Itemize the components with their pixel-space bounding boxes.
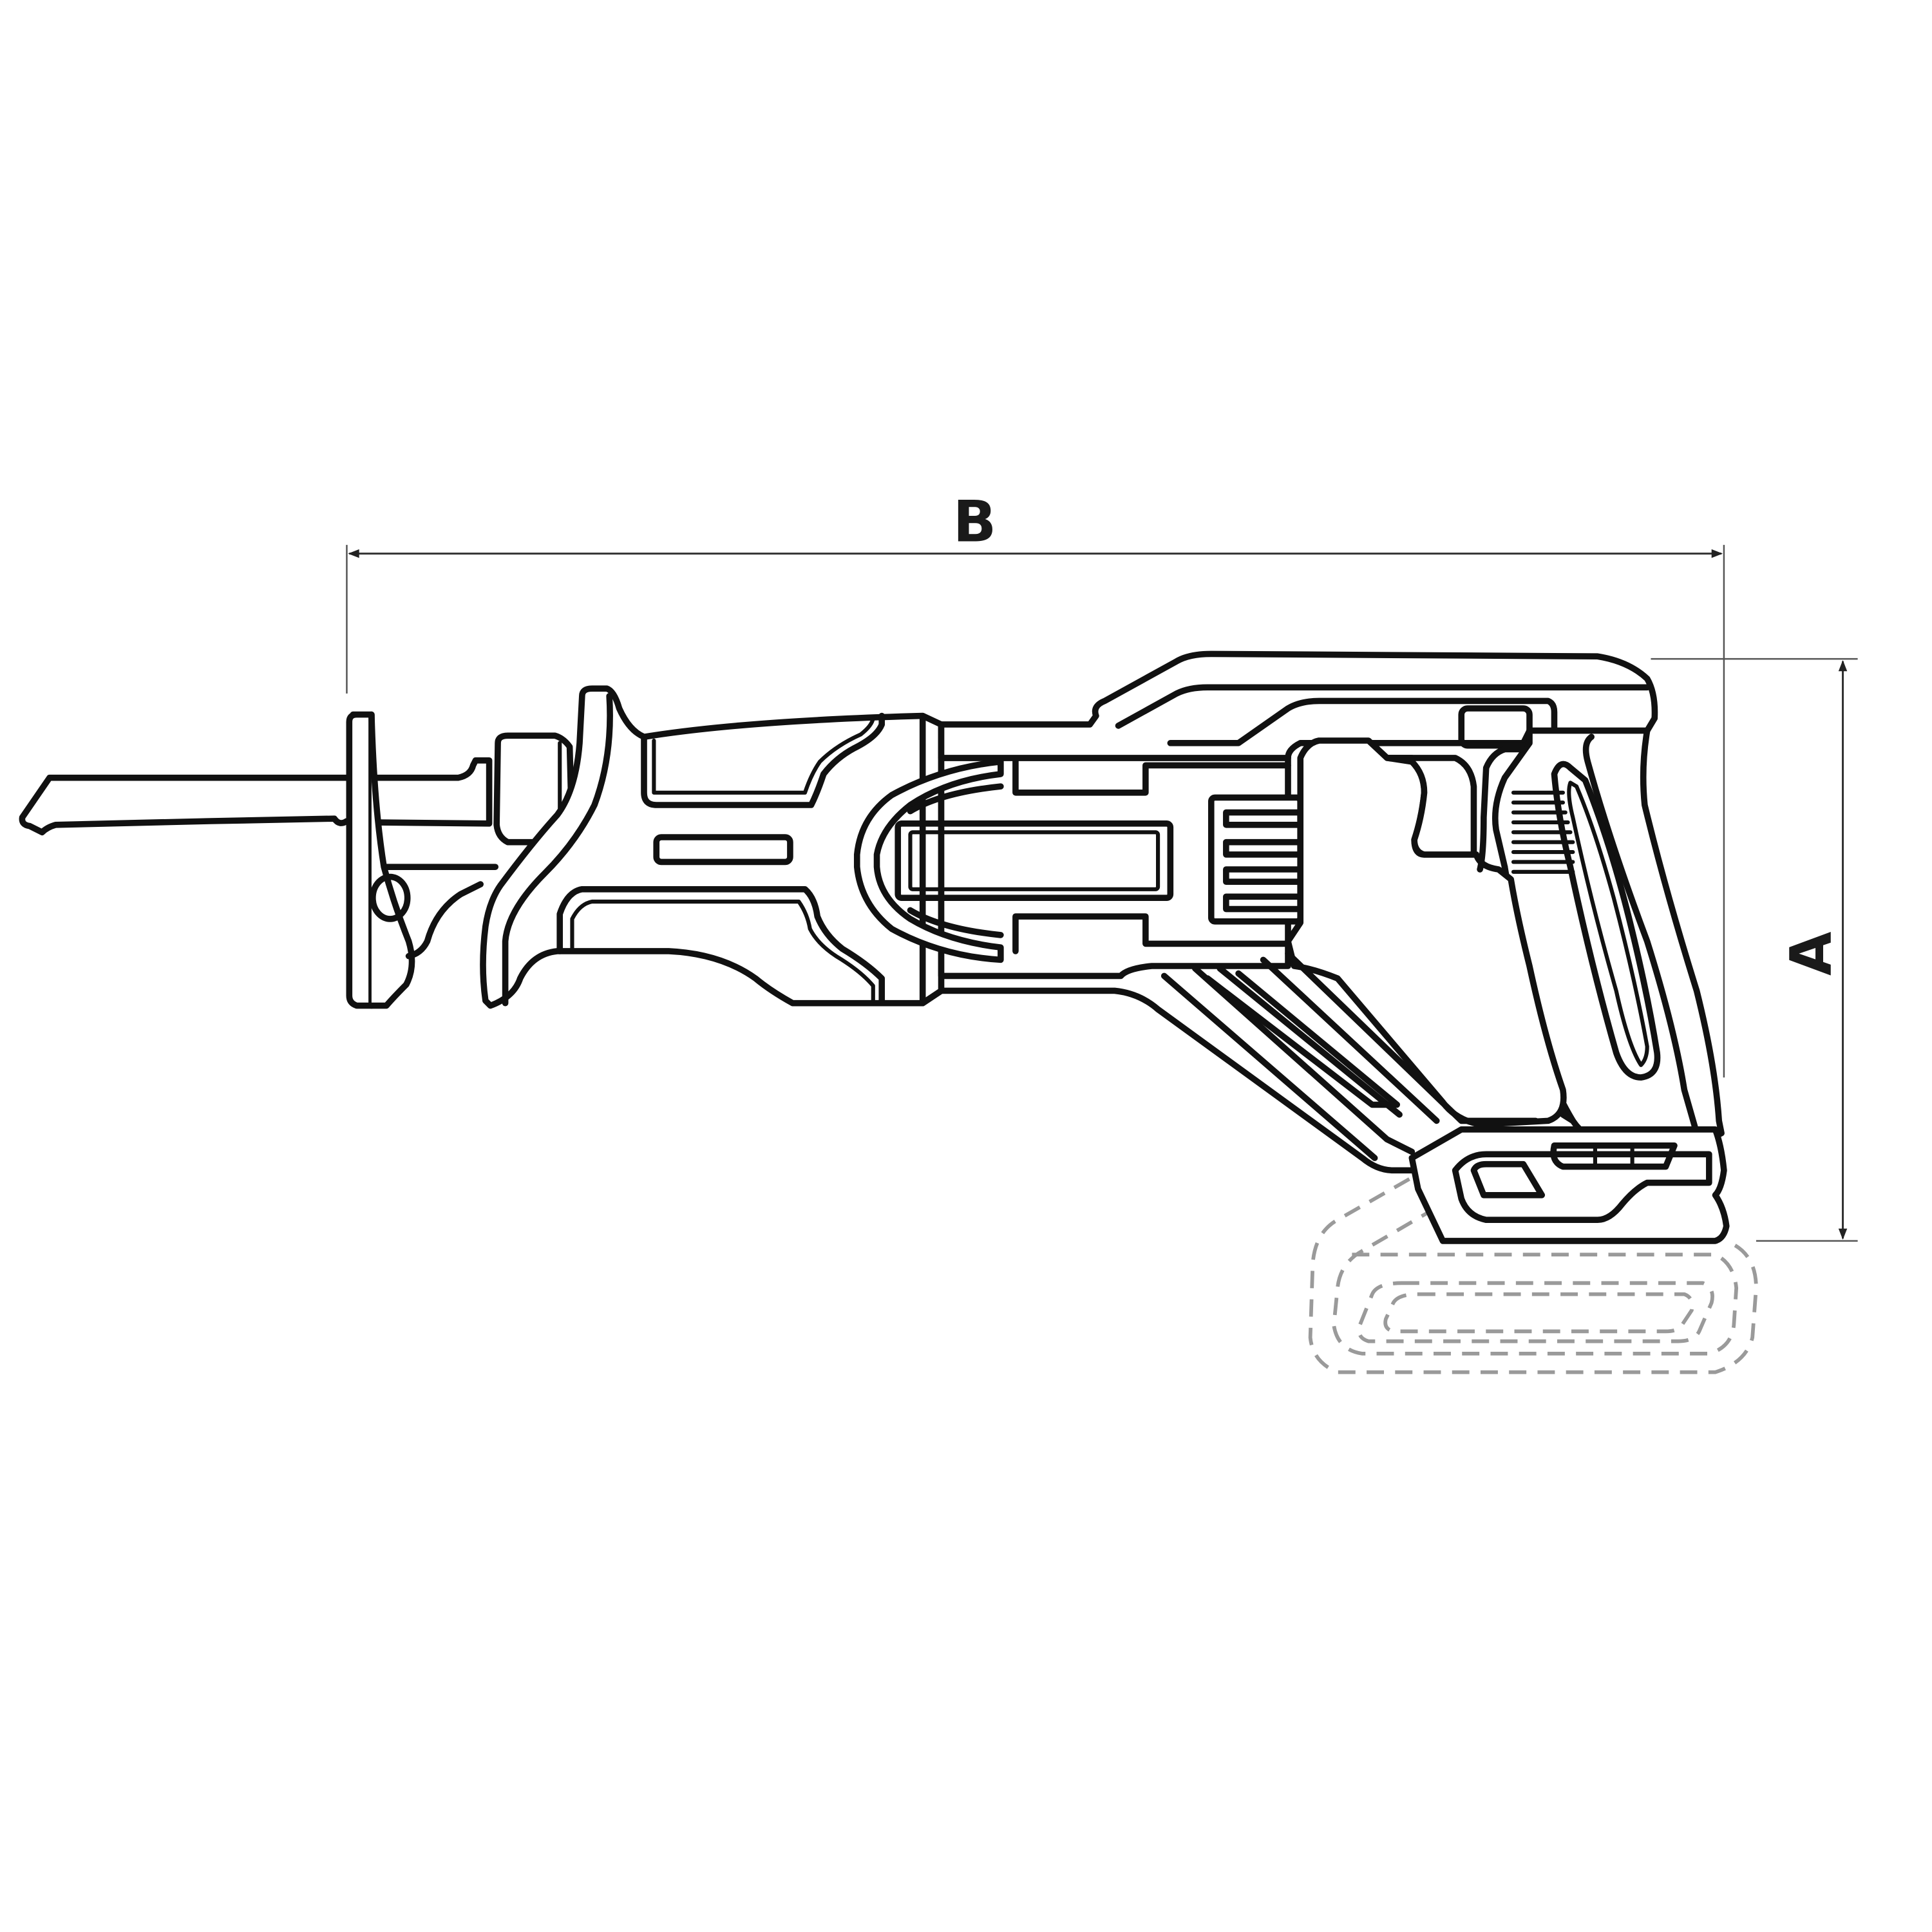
- front-grip-lower-panel: [556, 886, 886, 1004]
- lower-strut-b: [1217, 965, 1403, 1118]
- battery-inner-outline-1: [1357, 1281, 1714, 1343]
- top-housing-button: [1458, 705, 1533, 749]
- dimension-b: B: [346, 488, 1725, 1078]
- handle-rubber-grip-inner: [1567, 781, 1649, 1067]
- battery-release-button: [1470, 1160, 1546, 1198]
- shoe-arm: [368, 711, 415, 1009]
- motor-vent-grille: [1208, 794, 1304, 925]
- dimension-a-bottom-arrow: [1838, 1228, 1848, 1240]
- front-grip-upper-panel-inner: [652, 716, 875, 795]
- battery-inner-outline-2: [1383, 1292, 1694, 1334]
- front-grip-slot: [653, 834, 793, 866]
- plunger-shaft: [363, 757, 493, 827]
- blade-plunger: [363, 757, 499, 870]
- trigger-switch: [1384, 755, 1477, 858]
- trigger-guard-front: [1477, 746, 1527, 873]
- lower-strut-a: [1191, 965, 1416, 1155]
- battery-outer-outline: [1308, 1177, 1758, 1374]
- lower-strut-outer: [1160, 972, 1378, 1161]
- indicator-housing: [1550, 1142, 1678, 1170]
- dimension-b-label: B: [953, 488, 996, 554]
- front-grip-upper-panel: [641, 712, 886, 808]
- handle-inner-grip-line: [1582, 734, 1700, 1137]
- battery-level-indicator: [1550, 1142, 1678, 1170]
- motor-housing-lower-step: [1012, 913, 1291, 954]
- dimension-a-top-arrow: [1838, 660, 1848, 672]
- lower-frame: [919, 950, 1539, 1174]
- top-housing-ridge: [1115, 684, 1651, 729]
- battery-mount: [1408, 1126, 1730, 1244]
- battery-pack-dashed: [1308, 1177, 1758, 1374]
- motor-side-window: [895, 820, 1174, 902]
- front-nose-inner-edge: [502, 692, 613, 1007]
- front-grip-housing: [480, 685, 945, 1009]
- gear-cover-lower-lip: [907, 907, 1004, 938]
- shoe-pivot-bolt: [370, 873, 411, 922]
- battery-mount-inner-panel: [1452, 1151, 1712, 1224]
- dimension-a-label: A: [1777, 931, 1844, 976]
- lower-strut-d: [1285, 950, 1539, 1124]
- gear-cover-arc: [853, 758, 1004, 963]
- pivoting-guide-shoe: [346, 711, 484, 1009]
- battery-second-outline: [1332, 1206, 1739, 1356]
- motor-side-window-inner: [908, 830, 1160, 891]
- shoe-bracket: [405, 881, 484, 960]
- motor-housing-upper-step: [1012, 755, 1291, 796]
- lower-body-outline: [919, 987, 1452, 1174]
- top-housing-inner-channel: [1167, 697, 1558, 746]
- lower-strut-c: [1260, 956, 1440, 1124]
- handle-texture-ribs: [1511, 790, 1575, 874]
- shoe-plate: [346, 711, 375, 1009]
- dimension-b-right-arrow: [1711, 549, 1723, 558]
- rear-body: [938, 650, 1658, 761]
- saw-blade: [19, 774, 370, 836]
- dimension-a: A: [1651, 658, 1858, 1242]
- front-grip-lower-panel-inner: [570, 899, 875, 1003]
- dimension-b-left-arrow: [348, 549, 359, 558]
- gear-cover-upper-lip: [907, 783, 1004, 815]
- lower-strut-slot: [1204, 970, 1401, 1108]
